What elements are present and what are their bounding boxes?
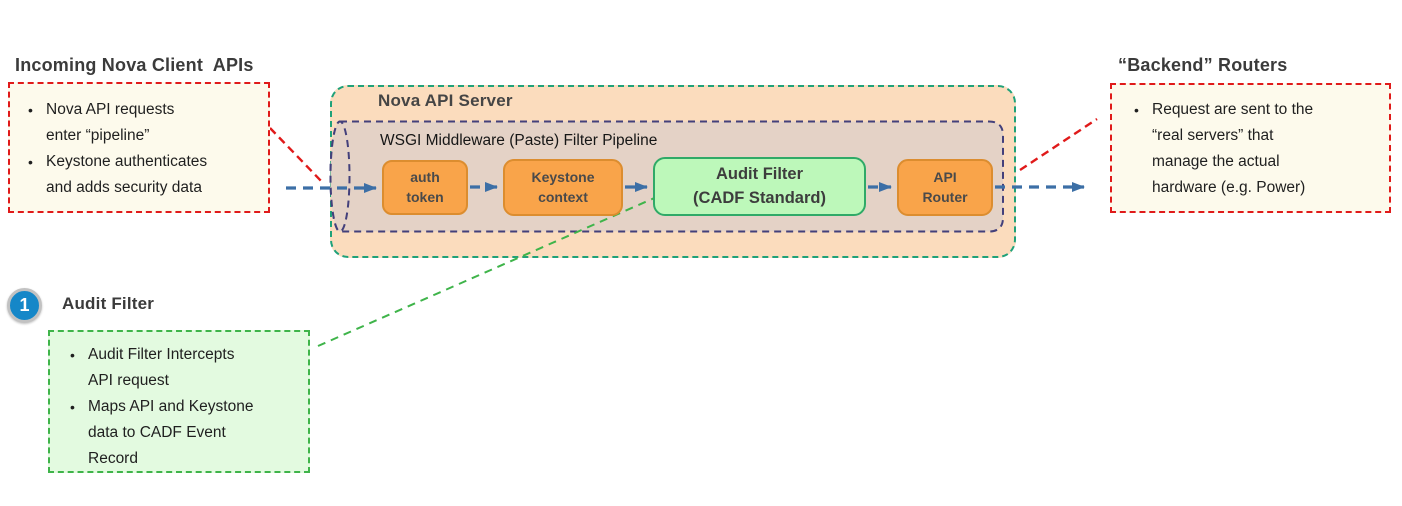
step-number: 1 [19,295,30,315]
audit-filter-callout-box: Audit Filter Intercepts API request Maps… [48,330,310,473]
bullet-item: Nova API requests enter “pipeline” [20,97,262,149]
stage-api-router: API Router [897,159,993,216]
stage-label: Keystone context [531,168,595,205]
audit-filter-callout-title: Audit Filter [62,294,155,313]
left-note-leader-line [269,127,325,185]
incoming-apis-title: Incoming Nova Client APIs [15,55,254,75]
audit-filter-bullet-list: Audit Filter Intercepts API request Maps… [62,342,302,472]
audit-callout-leader-line [317,191,669,347]
stage-keystone-context: Keystone context [503,159,623,216]
nova-api-server-title: Nova API Server [378,91,513,110]
stage-audit-filter: Audit Filter (CADF Standard) [653,157,866,216]
bullet-item: Keystone authenticates and adds security… [20,149,262,201]
bullet-text: Nova API requests enter “pipeline” [46,101,175,144]
backend-routers-title: “Backend” Routers [1118,55,1288,75]
bullet-text: Keystone authenticates and adds security… [46,153,208,196]
bullet-text: Request are sent to the “real servers” t… [1152,101,1314,196]
backend-routers-note-box: Request are sent to the “real servers” t… [1110,83,1391,213]
stage-label: API Router [922,168,968,205]
wsgi-pipeline-title: WSGI Middleware (Paste) Filter Pipeline [380,132,658,149]
bullet-item: Audit Filter Intercepts API request [62,342,302,394]
backend-routers-bullet-list: Request are sent to the “real servers” t… [1126,97,1383,201]
wsgi-pipeline-left-cap [329,120,351,233]
stage-label: Audit Filter (CADF Standard) [693,165,826,207]
step-1-badge: 1 [7,288,42,323]
bullet-item: Request are sent to the “real servers” t… [1126,97,1383,201]
bullet-text: Maps API and Keystone data to CADF Event… [88,398,254,467]
bullet-text: Audit Filter Intercepts API request [88,346,235,389]
bullet-item: Maps API and Keystone data to CADF Event… [62,394,302,472]
incoming-apis-bullet-list: Nova API requests enter “pipeline” Keyst… [20,97,262,201]
stage-auth-token: auth token [382,160,468,215]
incoming-apis-note-box: Nova API requests enter “pipeline” Keyst… [8,82,270,213]
right-note-leader-line [1019,117,1098,172]
stage-label: auth token [406,168,444,205]
